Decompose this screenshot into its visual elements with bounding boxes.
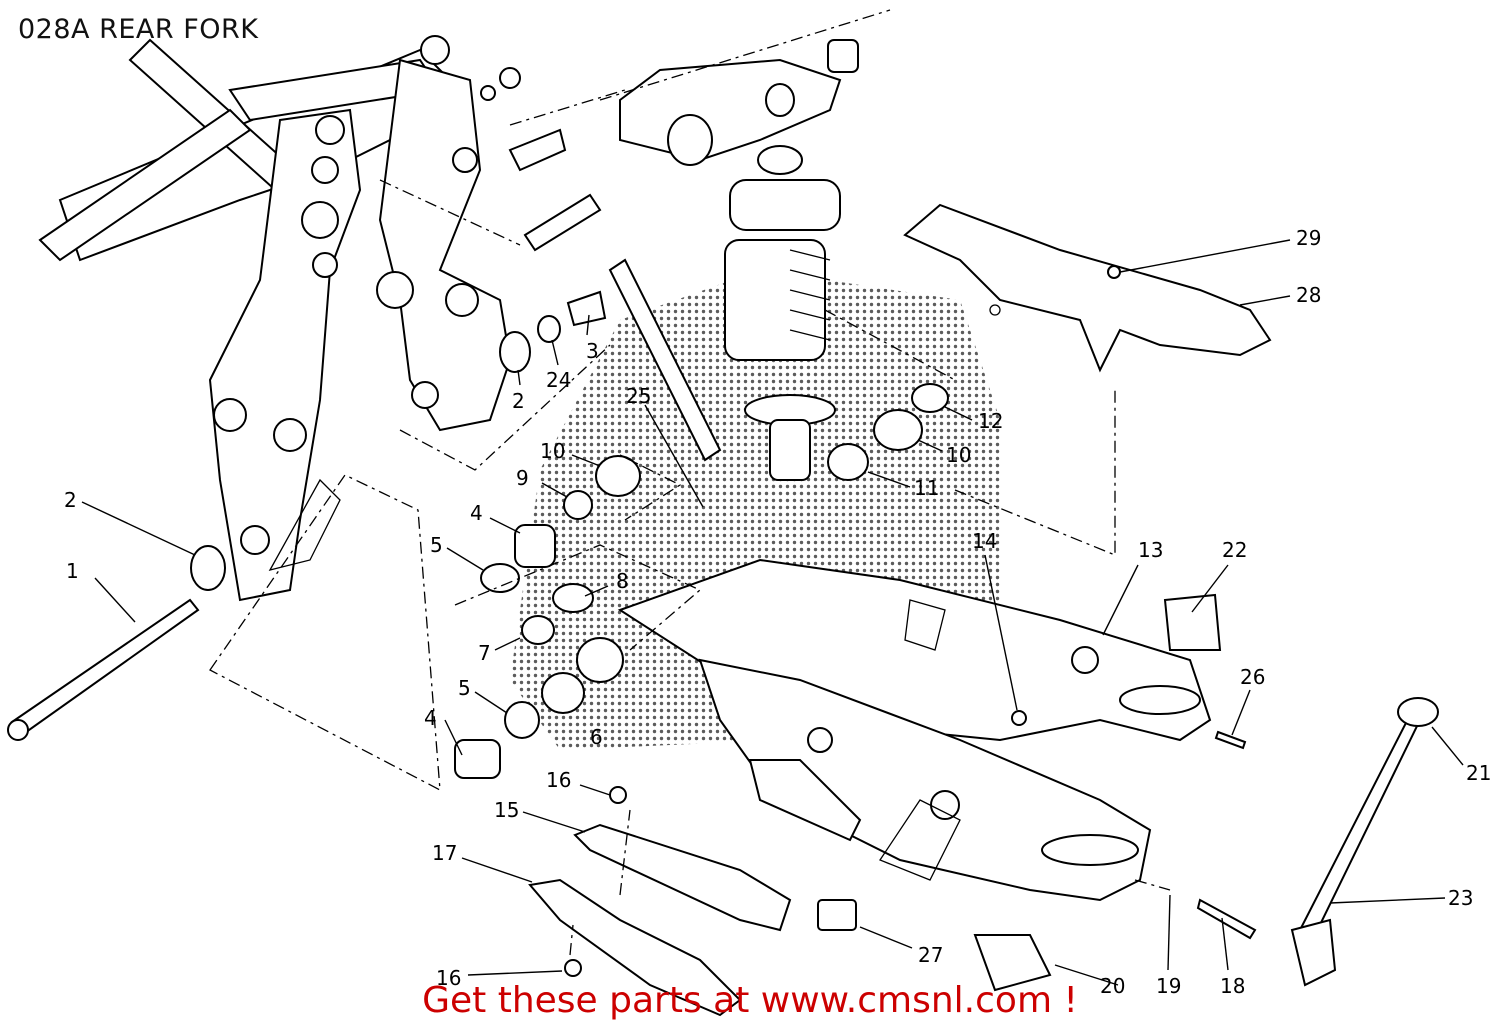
callout-14: 14 — [972, 529, 997, 553]
callout-8: 8 — [616, 569, 629, 593]
callout-5-lower: 5 — [458, 676, 471, 700]
callout-10-left: 10 — [540, 439, 565, 463]
diagram-title: 028A REAR FORK — [18, 14, 259, 45]
callout-25: 25 — [626, 384, 651, 408]
callout-labels: 1 2 2 3 4 4 5 5 6 7 8 9 10 10 11 12 13 1… — [64, 226, 1491, 998]
leader-lines — [81, 239, 1464, 986]
callout-5-upper: 5 — [430, 533, 443, 557]
pivot-parts-illustration — [7, 265, 1439, 992]
callout-7: 7 — [478, 641, 491, 665]
callout-1: 1 — [66, 559, 79, 583]
callout-28: 28 — [1296, 283, 1321, 307]
callout-19: 19 — [1156, 974, 1181, 998]
callout-4-upper: 4 — [470, 501, 483, 525]
callout-27: 27 — [918, 943, 943, 967]
rocker-linkage-illustration — [480, 39, 859, 252]
callout-23: 23 — [1448, 886, 1473, 910]
callout-21: 21 — [1466, 761, 1491, 785]
callout-6: 6 — [590, 725, 603, 749]
callout-9: 9 — [516, 466, 529, 490]
shock-absorber-illustration — [608, 145, 841, 481]
frame-illustration — [38, 35, 512, 602]
chain-guard-illustration — [903, 203, 1272, 373]
callout-26: 26 — [1240, 665, 1265, 689]
callout-11: 11 — [914, 476, 939, 500]
callout-22: 22 — [1222, 538, 1247, 562]
callout-4-lower: 4 — [424, 706, 437, 730]
assembly-guides — [209, 9, 1171, 956]
callout-13: 13 — [1138, 538, 1163, 562]
callout-29: 29 — [1296, 226, 1321, 250]
callout-15: 15 — [494, 798, 519, 822]
callout-10-right: 10 — [946, 443, 971, 467]
callout-16-lower: 16 — [436, 966, 461, 990]
callout-2-left: 2 — [64, 488, 77, 512]
chain-slider-illustration — [528, 823, 857, 1017]
parts-link-banner[interactable]: Get these parts at www.cmsnl.com ! — [422, 980, 1078, 1021]
callout-24: 24 — [546, 368, 571, 392]
callout-17: 17 — [432, 841, 457, 865]
callout-3: 3 — [586, 339, 599, 363]
callout-16-upper: 16 — [546, 768, 571, 792]
swingarm-illustration — [617, 558, 1212, 902]
callout-2-upper: 2 — [512, 389, 525, 413]
callout-20: 20 — [1100, 974, 1125, 998]
callout-12: 12 — [978, 409, 1003, 433]
callout-18: 18 — [1220, 974, 1245, 998]
